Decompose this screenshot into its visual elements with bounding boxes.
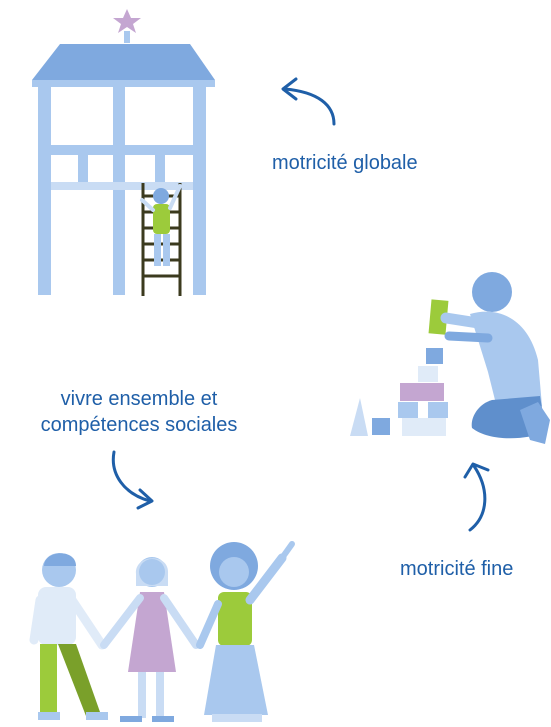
child-girl-purple xyxy=(100,557,200,722)
label-social-line2: compétences sociales xyxy=(40,414,238,436)
child-blocks-illustration xyxy=(350,272,550,444)
label-social-skills: vivre ensemble et compétences sociales xyxy=(0,386,278,438)
star-icon xyxy=(113,9,141,33)
child-boy xyxy=(29,553,108,720)
label-fine-motor: motricité fine xyxy=(400,558,514,580)
child-girl-waving xyxy=(196,541,295,722)
label-gross-motor: motricité globale xyxy=(272,152,418,174)
children-group-illustration xyxy=(29,541,295,722)
curved-arrow-icon xyxy=(463,462,490,532)
label-social-line1: vivre ensemble et xyxy=(60,388,218,410)
curved-arrow-icon xyxy=(281,77,336,126)
tower-illustration xyxy=(32,9,215,296)
curved-arrow-icon xyxy=(111,450,154,510)
climbing-child xyxy=(140,184,182,266)
